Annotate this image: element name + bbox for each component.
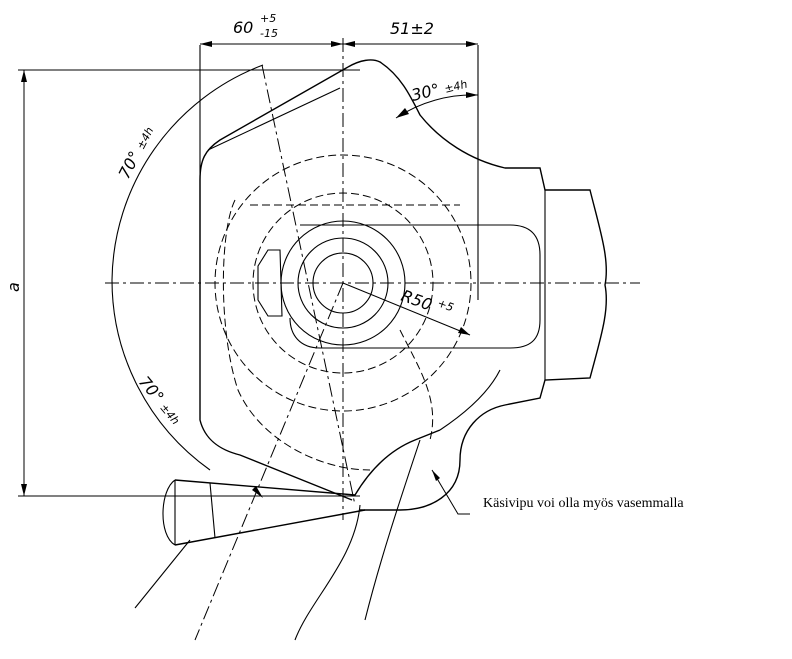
dim-angle-top: 30° ±4h — [409, 73, 469, 105]
height-dimension — [18, 69, 360, 497]
annotation-leader — [431, 469, 470, 515]
hidden-lines — [222, 199, 460, 471]
dim-radius: R50 +5 — [399, 284, 456, 322]
annotation-text: Käsivipu voi olla myös vasemmalla — [483, 496, 684, 511]
dim-left-width-lower-tol: -15 — [260, 27, 278, 40]
hub — [214, 154, 472, 412]
hand-lever — [134, 369, 501, 641]
center-lines — [105, 38, 640, 641]
radius-dimension — [342, 282, 471, 336]
dim-angle-lower-left: 70° ±4h — [135, 372, 186, 428]
dim-left-width-upper-tol: +5 — [260, 12, 276, 25]
arrow-lower-left — [252, 486, 263, 498]
top-dimensions — [200, 41, 478, 47]
dim-angle-upper-left: 70° ±4h — [115, 123, 158, 182]
swing-arc — [111, 64, 264, 471]
dim-left-width: 60 — [233, 18, 253, 37]
lever-body — [199, 45, 608, 511]
slot — [289, 224, 541, 349]
angle-30 — [395, 92, 479, 119]
dim-right-width: 51±2 — [390, 19, 434, 38]
dim-height-a: a — [4, 282, 23, 292]
